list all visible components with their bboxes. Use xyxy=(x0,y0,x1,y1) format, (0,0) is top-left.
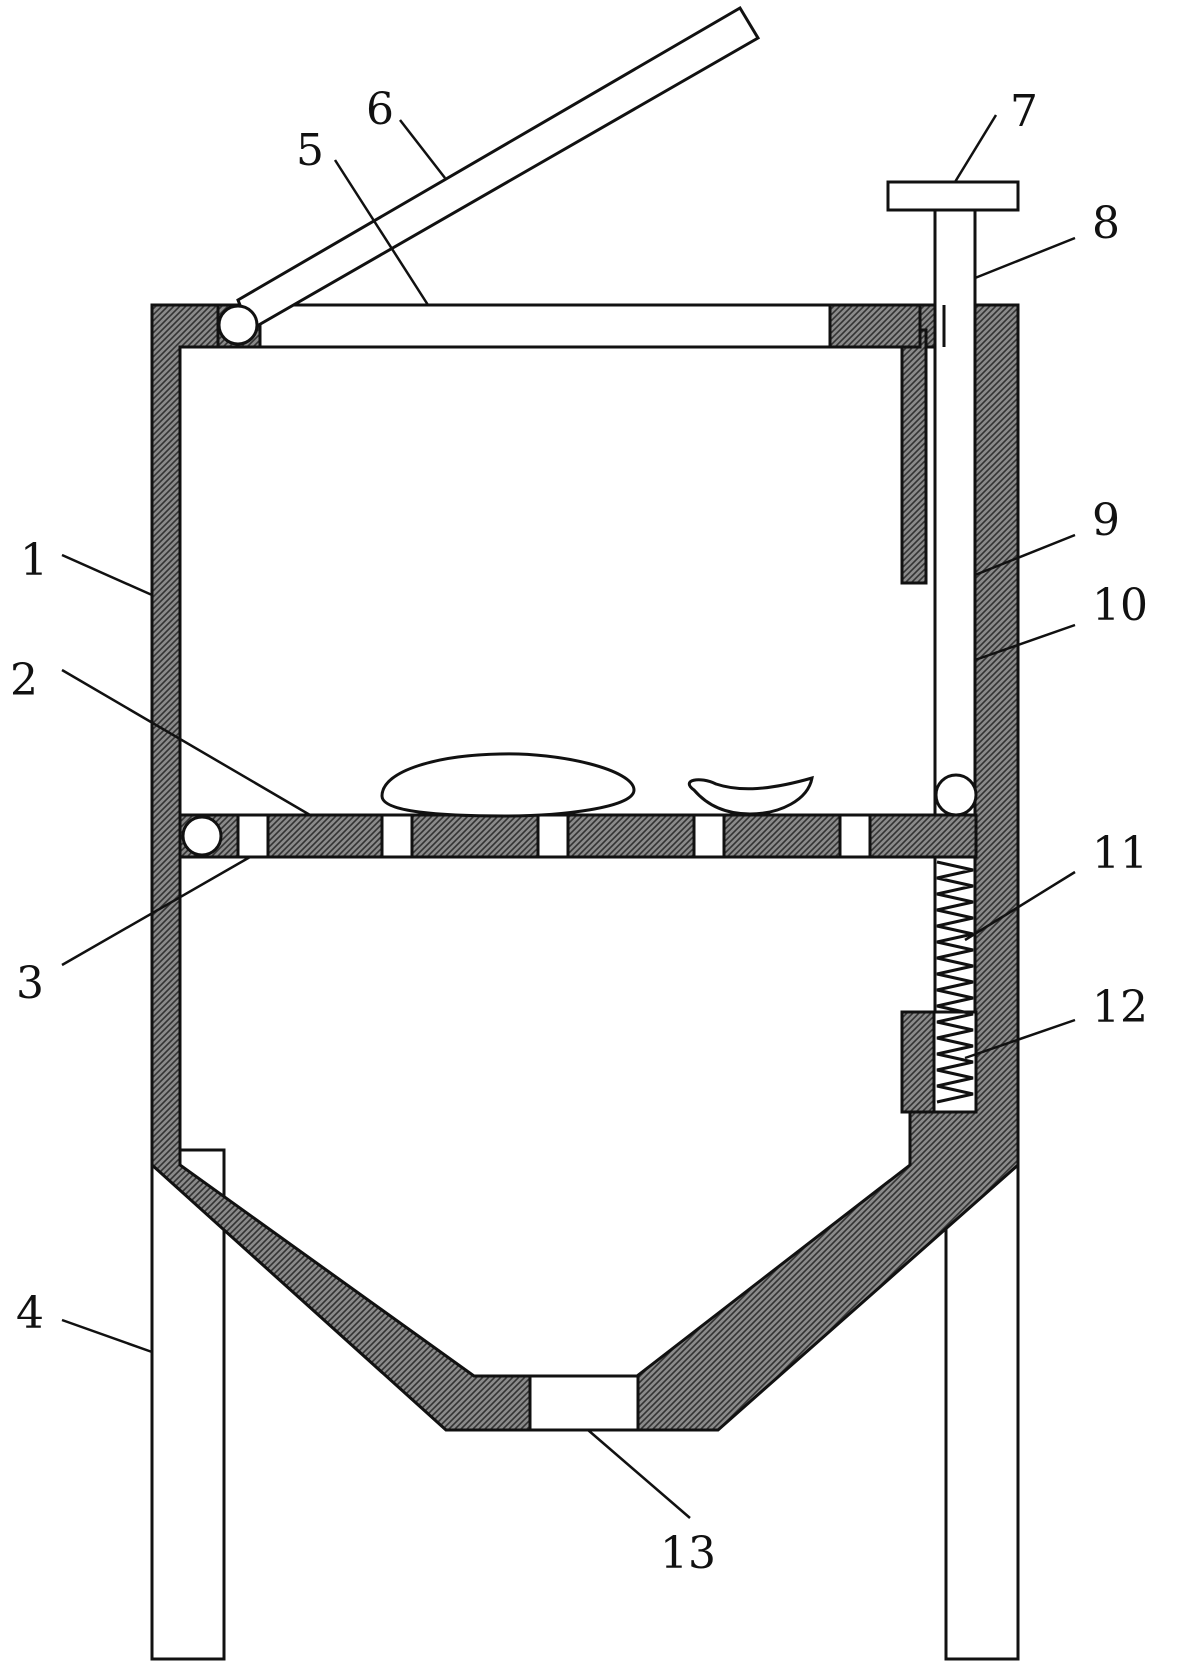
push-rod xyxy=(933,206,977,820)
leader-10 xyxy=(974,623,1076,662)
label-1: 1 xyxy=(20,535,48,586)
right-leg xyxy=(944,1148,1020,1661)
sieve-hole-1 xyxy=(236,813,270,859)
label-10: 10 xyxy=(1092,580,1148,631)
leader-5 xyxy=(333,159,430,306)
leader-1 xyxy=(61,553,153,597)
leader-11 xyxy=(964,870,1076,942)
leader-6 xyxy=(399,119,446,179)
label-12: 12 xyxy=(1092,982,1148,1033)
material-piece-small xyxy=(687,775,814,816)
leader-4 xyxy=(61,1318,153,1354)
label-8: 8 xyxy=(1092,198,1120,249)
material-piece-large xyxy=(380,752,636,818)
handle-hinge xyxy=(217,304,259,346)
label-4: 4 xyxy=(16,1288,44,1339)
left-leg xyxy=(150,1148,226,1661)
discharge-outlet xyxy=(528,1374,640,1432)
sieve-left-hinge xyxy=(181,815,223,857)
label-3: 3 xyxy=(16,958,44,1009)
label-6: 6 xyxy=(366,84,394,135)
sieve-right-roller xyxy=(934,773,978,817)
label-11: 11 xyxy=(1092,828,1148,879)
label-13: 13 xyxy=(660,1528,716,1579)
lid-right-block xyxy=(828,303,922,349)
sieve-hole-2 xyxy=(380,813,414,859)
leader-12 xyxy=(964,1018,1076,1060)
lid xyxy=(258,303,832,349)
leader-7 xyxy=(953,114,998,183)
leader-8 xyxy=(974,236,1076,280)
label-7: 7 xyxy=(1010,86,1038,137)
sieve-hole-5 xyxy=(838,813,872,859)
leader-3 xyxy=(61,855,251,967)
leader-13 xyxy=(587,1429,691,1519)
sieve-hole-3 xyxy=(536,813,570,859)
housing-body xyxy=(150,303,1020,1432)
right-guide-block-upper xyxy=(900,328,928,585)
spring xyxy=(936,860,974,1104)
leader-2 xyxy=(61,668,311,817)
label-9: 9 xyxy=(1092,495,1120,546)
leader-9 xyxy=(974,533,1076,577)
label-5: 5 xyxy=(296,125,324,176)
label-2: 2 xyxy=(10,655,38,706)
push-knob xyxy=(886,180,1020,212)
sieve-hole-4 xyxy=(692,813,726,859)
